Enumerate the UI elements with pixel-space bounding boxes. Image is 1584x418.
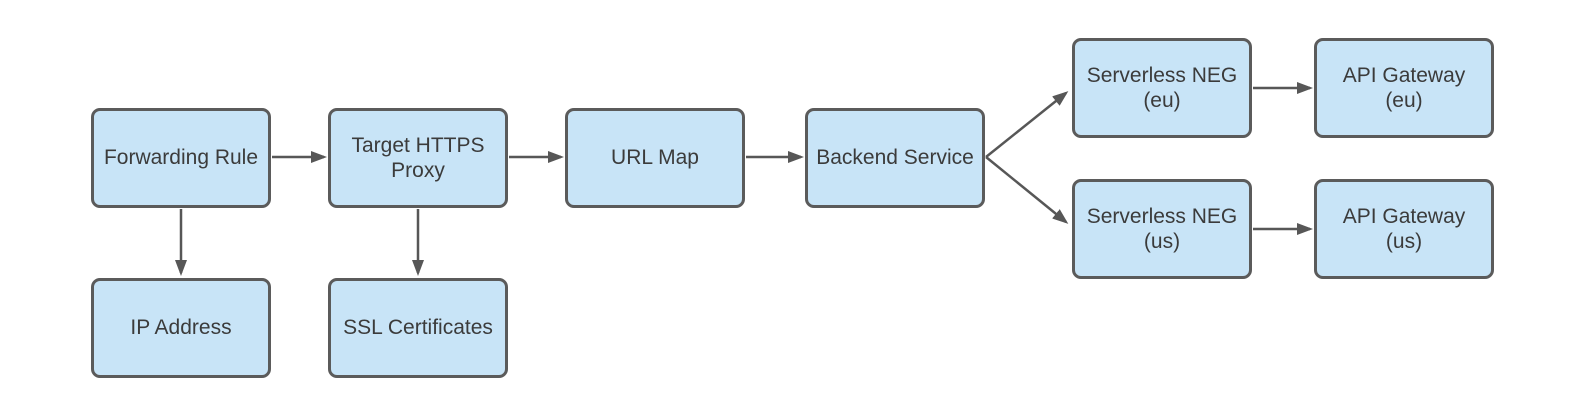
node-forwarding-rule: Forwarding Rule — [91, 108, 271, 208]
node-api-gateway-eu: API Gateway (eu) — [1314, 38, 1494, 138]
node-target-https-proxy: Target HTTPS Proxy — [328, 108, 508, 208]
node-serverless-neg-us: Serverless NEG (us) — [1072, 179, 1252, 279]
node-label: SSL Certificates — [343, 316, 493, 340]
node-serverless-neg-eu: Serverless NEG (eu) — [1072, 38, 1252, 138]
node-label: Backend Service — [816, 146, 974, 170]
node-label: Forwarding Rule — [103, 146, 259, 170]
edge-backend-service-to-serverless-neg-us — [985, 156, 1069, 224]
node-ip-address: IP Address — [91, 278, 271, 378]
node-label: Target HTTPS Proxy — [351, 133, 485, 182]
edge-backend-service-to-serverless-neg-eu — [985, 91, 1069, 158]
node-label: Serverless NEG (eu) — [1086, 63, 1238, 112]
node-url-map: URL Map — [565, 108, 745, 208]
node-label: API Gateway (eu) — [1342, 63, 1466, 112]
node-api-gateway-us: API Gateway (us) — [1314, 179, 1494, 279]
node-label: URL Map — [611, 146, 699, 170]
node-backend-service: Backend Service — [805, 108, 985, 208]
node-ssl-certificates: SSL Certificates — [328, 278, 508, 378]
node-label: API Gateway (us) — [1342, 204, 1466, 253]
node-label: Serverless NEG (us) — [1086, 204, 1238, 253]
node-label: IP Address — [130, 316, 232, 340]
